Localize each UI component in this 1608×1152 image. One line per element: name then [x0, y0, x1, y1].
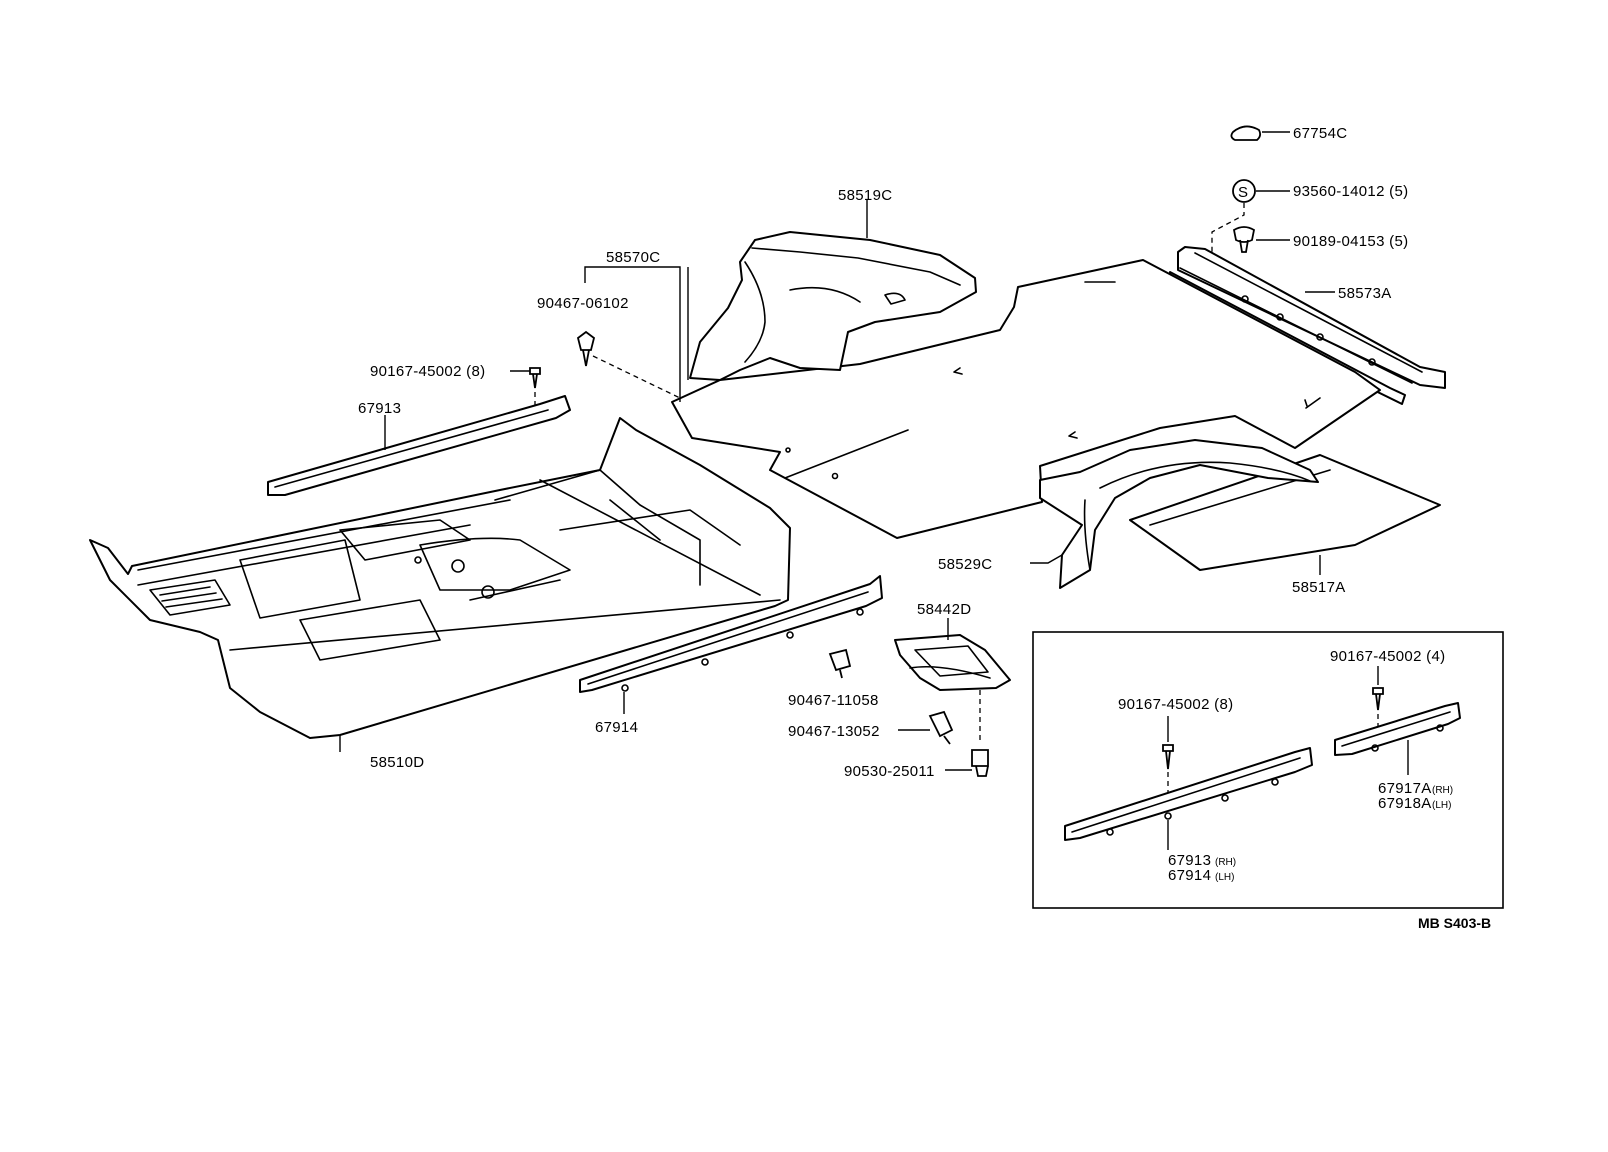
- bracket-58570C: [584, 266, 689, 402]
- rail-58573A: [1177, 246, 1446, 389]
- label-90467-06102: 90467-06102: [537, 295, 629, 312]
- reference-code: MB S403-B: [1418, 915, 1491, 931]
- scuff-plate-67913: [267, 395, 571, 496]
- scuff-plate-67914: [579, 575, 883, 714]
- label-58519C: 58519C: [838, 187, 892, 204]
- s-marked-washer-93560: S: [1211, 179, 1290, 262]
- label-58573A: 58573A: [1338, 285, 1392, 302]
- label-58529C: 58529C: [938, 556, 992, 573]
- screw-90167-top: [510, 367, 541, 410]
- cap-67754C: [1230, 125, 1290, 141]
- wheel-house-cover-58519C: [689, 200, 977, 381]
- label-inset-67914-side: (LH): [1215, 872, 1234, 883]
- rear-floor-mat-58570C: [671, 259, 1381, 539]
- label-90167-45002-top: 90167-45002 (8): [370, 363, 485, 380]
- s-symbol: S: [1238, 184, 1248, 201]
- label-58570C: 58570C: [606, 249, 660, 266]
- label-90467-11058: 90467-11058: [788, 692, 879, 709]
- front-floor-carpet-58510D: [89, 417, 791, 752]
- label-58517A: 58517A: [1292, 579, 1346, 596]
- label-inset-67917A-side: (RH): [1432, 785, 1453, 796]
- clip-90467-06102: [576, 330, 681, 399]
- label-67754C: 67754C: [1293, 125, 1347, 142]
- inset-scuff-67917A-67918A: [1334, 702, 1461, 775]
- label-inset-67913-side: (RH): [1215, 857, 1236, 868]
- clip-90467-13052: [898, 710, 954, 745]
- label-inset-67914: 67914: [1168, 867, 1211, 884]
- label-90530-25011: 90530-25011: [844, 763, 935, 780]
- label-90467-13052: 90467-13052: [788, 723, 880, 740]
- label-58442D: 58442D: [917, 601, 971, 618]
- cover-58442D: [894, 618, 1011, 740]
- clip-90189: [1232, 226, 1290, 253]
- label-inset-67918A-side: (LH): [1432, 800, 1451, 811]
- clip-90530-25011: [945, 749, 989, 777]
- label-58510D: 58510D: [370, 754, 424, 771]
- label-inset-90167-45002-8: 90167-45002 (8): [1118, 696, 1233, 713]
- clip-90467-11058: [828, 648, 852, 679]
- label-inset-90167-45002-4: 90167-45002 (4): [1330, 648, 1445, 665]
- label-inset-67913: 67913: [1168, 852, 1211, 869]
- label-93560-14012: 93560-14012 (5): [1293, 183, 1408, 200]
- inset-box: [1032, 631, 1504, 909]
- label-inset-67917A: 67917A: [1378, 780, 1432, 797]
- label-67913: 67913: [358, 400, 401, 417]
- label-67914: 67914: [595, 719, 638, 736]
- inset-scuff-67913-67914: [1064, 747, 1313, 850]
- label-90189-04153: 90189-04153 (5): [1293, 233, 1408, 250]
- label-inset-67918A: 67918A: [1378, 795, 1432, 812]
- wheel-house-58529C: [1030, 439, 1319, 589]
